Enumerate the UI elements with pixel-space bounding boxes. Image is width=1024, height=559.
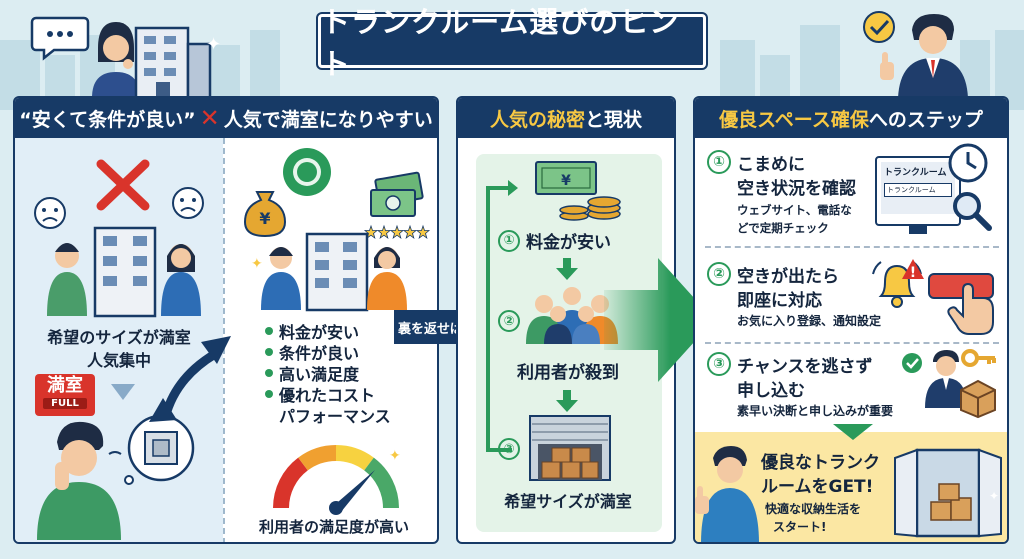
flow-step-1: ① 料金が安い xyxy=(498,228,611,253)
circle-ok-icon xyxy=(283,148,331,196)
check-icon xyxy=(902,353,922,373)
bullet-item-continued: パフォーマンス xyxy=(279,406,391,426)
step2-title-line2: 即座に対応 xyxy=(737,291,822,311)
money-bag-symbol: ¥ xyxy=(259,209,270,228)
exchange-arrow-icon xyxy=(149,336,231,422)
screen-search-box: トランクルーム xyxy=(884,183,952,197)
big-green-arrow xyxy=(604,258,714,382)
cash-stack-icon xyxy=(370,171,424,217)
gauge-caption: 利用者の満足度が高い xyxy=(258,518,409,536)
speech-bubble-icon xyxy=(30,16,90,61)
magnifier-icon xyxy=(953,192,992,231)
flow-step-2-label: 利用者が殺到 xyxy=(517,363,619,383)
svg-text:!: ! xyxy=(910,265,916,281)
flow-step-3-label: 希望サイズが満室 xyxy=(504,492,632,511)
crowded-building-illustration xyxy=(47,226,201,318)
sparkle-icon: ✦ xyxy=(206,34,222,55)
crowd-icon xyxy=(526,287,618,344)
svg-text:✦: ✦ xyxy=(989,489,999,503)
key-icon xyxy=(961,349,996,367)
businessman-thumbs-up-illustration xyxy=(880,14,968,98)
step1-desc-line2: どで定期チェック xyxy=(737,221,829,235)
svg-text:✦: ✦ xyxy=(251,256,263,272)
step3-desc: 素早い決断と申し込みが重要 xyxy=(737,404,894,418)
cta-sub2: スタート! xyxy=(773,520,827,534)
cta-sub1: 快適な収納生活を xyxy=(765,502,862,516)
office-building-illustration xyxy=(134,26,212,102)
happy-people-building-illustration: ✦ xyxy=(251,232,407,312)
clock-icon xyxy=(948,143,988,183)
step2-title-line1: 空きが出たら xyxy=(737,267,839,287)
step3-title-line1: チャンスを逃さず xyxy=(737,357,873,377)
right-panel: 優良スペース確保へのステップ ① こまめに 空き状況を確認 ウェブサイト、電話な… xyxy=(693,96,1009,544)
step-number: ② xyxy=(707,262,731,286)
open-storage-unit-icon: ✦ xyxy=(894,448,1002,538)
divider xyxy=(705,342,999,344)
page-title: トランクルーム選びのヒント xyxy=(318,5,706,81)
heading-part2: 人気で満室になりやすい xyxy=(223,108,433,131)
sad-face-icon xyxy=(172,187,204,219)
middle-panel-heading: 人気の秘密と現状 xyxy=(458,98,674,138)
step1-desc-line1: ウェブサイト、電話な xyxy=(737,203,852,217)
cta-line2: ルームをGET! xyxy=(761,477,874,497)
down-arrow-icon xyxy=(556,390,578,412)
x-mark-icon xyxy=(96,159,150,211)
step3-title-line2: 申し込む xyxy=(737,381,805,401)
step-number: ③ xyxy=(498,438,520,460)
problem-line1: 希望のサイズが満室 xyxy=(47,328,191,347)
bullet-item: 料金が安い xyxy=(265,320,391,342)
warning-icon: ! xyxy=(902,259,924,281)
full-sign-sub: FULL xyxy=(43,398,87,409)
cash-and-coins-icon: ¥ xyxy=(535,161,621,221)
step-number: ② xyxy=(498,310,520,332)
right-panel-heading: 優良スペース確保へのステップ xyxy=(695,98,1007,138)
bell-icon xyxy=(872,261,922,308)
step-label: 料金が安い xyxy=(526,233,611,253)
box-icon xyxy=(960,379,996,419)
button-press-icon xyxy=(928,273,994,335)
monitor-screen: トランクルーム トランクルーム xyxy=(881,162,955,214)
star-rating-icon xyxy=(363,224,431,240)
step1-title-line2: 空き状況を確認 xyxy=(737,179,856,199)
check-icon xyxy=(863,11,895,43)
down-triangle-icon xyxy=(111,384,135,400)
down-arrow-icon xyxy=(556,258,578,280)
step-number: ① xyxy=(498,229,520,252)
empty-room-thought-bubble-icon xyxy=(124,414,195,485)
bullet-item: 高い満足度 xyxy=(265,362,391,384)
svg-text:✦: ✦ xyxy=(389,448,401,464)
bullet-item: 優れたコスト xyxy=(265,383,391,405)
left-panel-heading: “安くて条件が良い” ✕ 人気で満室になりやすい xyxy=(15,98,437,138)
benefits-list: 料金が安い 条件が良い 高い満足度 優れたコスト パフォーマンス xyxy=(265,320,391,426)
money-bag-icon: ¥ xyxy=(243,191,287,238)
left-panel: “安くて条件が良い” ✕ 人気で満室になりやすい 希望のサイズが満室 人気集中 … xyxy=(13,96,439,544)
full-sign-main: 満室 xyxy=(47,375,83,396)
down-triangle-icon xyxy=(833,424,873,440)
cross-icon: ✕ xyxy=(199,104,220,132)
cta-line1: 優良なトランク xyxy=(761,453,880,473)
gauge-icon: ✦ xyxy=(273,445,401,515)
step1-title-line1: こまめに xyxy=(737,155,805,175)
heading-part1: “安くて条件が良い” xyxy=(19,108,196,131)
bill-symbol: ¥ xyxy=(561,173,571,189)
divider xyxy=(705,246,999,248)
monitor-stand xyxy=(909,226,927,234)
step2-desc: お気に入り登録、通知設定 xyxy=(737,314,882,328)
full-sign: 満室 FULL xyxy=(35,374,95,416)
screen-title: トランクルーム xyxy=(884,168,947,178)
bullet-item: 条件が良い xyxy=(265,341,391,363)
step-number: ③ xyxy=(707,352,731,376)
signing-man-illustration xyxy=(925,350,967,408)
worried-man-illustration xyxy=(37,421,122,540)
thumbs-up-man-illustration xyxy=(695,446,759,542)
thinking-woman-illustration xyxy=(92,22,140,98)
monitor-icon: トランクルーム トランクルーム xyxy=(875,156,961,226)
storage-unit-icon xyxy=(529,415,611,481)
sad-face-icon xyxy=(34,197,66,229)
step-number: ① xyxy=(707,150,731,174)
problem-line2: 人気集中 xyxy=(86,351,151,370)
